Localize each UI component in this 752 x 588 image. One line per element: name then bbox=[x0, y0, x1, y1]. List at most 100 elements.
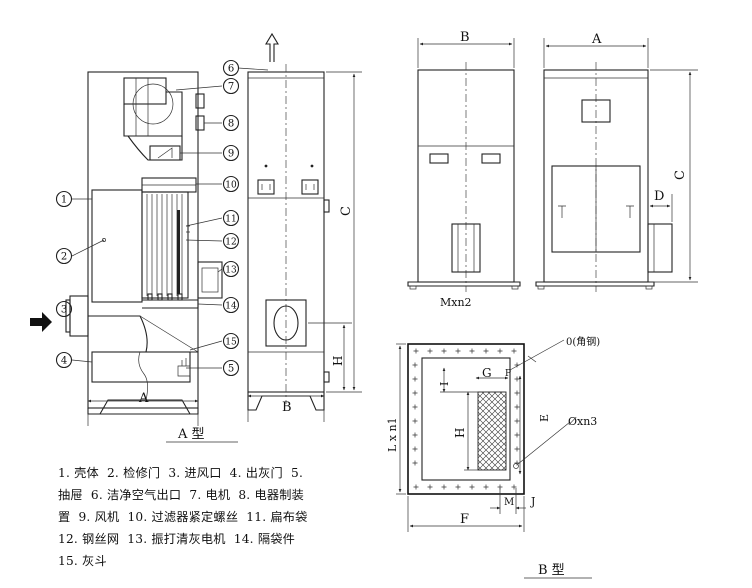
legend-row-1: 1. 壳体 2. 检修门 3. 进风口 4. 出灰门 5. bbox=[58, 462, 368, 484]
callout-10: 10 bbox=[222, 175, 240, 193]
svg-text:9: 9 bbox=[228, 149, 234, 160]
callout-3: 3 bbox=[55, 300, 73, 318]
dim-H-side: H bbox=[331, 356, 345, 366]
svg-text:3: 3 bbox=[61, 305, 67, 316]
dim-C-side: C bbox=[339, 206, 354, 216]
bolt-mark bbox=[412, 432, 418, 438]
svg-text:15: 15 bbox=[225, 338, 237, 348]
label-Mxn2: Mxn2 bbox=[440, 296, 472, 309]
dim-D-typeb: D bbox=[654, 189, 664, 204]
bolt-mark bbox=[412, 390, 418, 396]
dim-H-plan: H bbox=[453, 428, 467, 438]
bolt-mark bbox=[413, 484, 419, 490]
bolt-mark bbox=[413, 348, 419, 354]
dim-A-typeb: A bbox=[591, 32, 602, 47]
bolt-mark bbox=[483, 348, 489, 354]
type-b-side-view: A C D bbox=[535, 32, 698, 292]
dim-P: P bbox=[505, 369, 511, 379]
legend-item: 11. 扁布袋 bbox=[246, 510, 308, 524]
svg-text:4: 4 bbox=[61, 356, 67, 367]
svg-text:2: 2 bbox=[61, 252, 67, 263]
type-a-side-view: B C H bbox=[247, 32, 362, 422]
svg-text:14: 14 bbox=[225, 302, 237, 312]
callout-13: 13 bbox=[222, 260, 240, 278]
svg-text:13: 13 bbox=[225, 266, 237, 276]
bolt-mark bbox=[455, 484, 461, 490]
dim-G: G bbox=[482, 366, 492, 380]
callout-12: 12 bbox=[222, 232, 240, 250]
dim-A-front: A bbox=[138, 391, 149, 406]
bolt-mark bbox=[427, 348, 433, 354]
bolt-mark bbox=[514, 432, 520, 438]
bolt-mark bbox=[514, 376, 520, 382]
callout-8: 8 bbox=[222, 114, 240, 132]
bolt-mark bbox=[511, 348, 517, 354]
bolt-mark bbox=[427, 484, 433, 490]
dim-J: J bbox=[530, 495, 535, 508]
type-b-front-view: B Mxn2 bbox=[407, 30, 521, 309]
callout-markers: 1 2 3 4 5 6 7 8 9 10 11 12 13 14 15 bbox=[55, 59, 240, 377]
bolt-mark bbox=[441, 348, 447, 354]
legend-item: 15. 灰斗 bbox=[58, 554, 107, 568]
dim-B-typeb: B bbox=[460, 30, 470, 45]
bolt-mark bbox=[412, 362, 418, 368]
dim-M: M bbox=[504, 497, 514, 508]
legend-item: 6. 洁净空气出口 bbox=[90, 488, 182, 502]
callout-leaders bbox=[70, 67, 269, 369]
legend-row-2: 抽屉 6. 洁净空气出口 7. 电机 8. 电器制装 bbox=[58, 484, 368, 506]
callout-5: 5 bbox=[222, 359, 240, 377]
svg-text:7: 7 bbox=[228, 82, 234, 93]
callout-4: 4 bbox=[55, 351, 73, 369]
legend-item: 5. bbox=[291, 466, 304, 480]
legend-item: 12. 钢丝网 bbox=[58, 532, 120, 546]
legend-item: 3. 进风口 bbox=[168, 466, 222, 480]
legend-item: 7. 电机 bbox=[189, 488, 231, 502]
legend-row-5: 15. 灰斗 bbox=[58, 550, 368, 572]
dim-E: E bbox=[538, 414, 551, 422]
legend-row-4: 12. 钢丝网 13. 振打清灰电机 14. 隔袋件 bbox=[58, 528, 368, 550]
bolt-mark bbox=[441, 484, 447, 490]
legend-item: 抽屉 bbox=[58, 488, 83, 502]
caption-type-b: B 型 bbox=[524, 563, 592, 579]
callout-2: 2 bbox=[55, 247, 73, 265]
inlet-arrow-icon bbox=[30, 312, 52, 332]
legend-item: 8. 电器制装 bbox=[238, 488, 304, 502]
legend-item: 10. 过滤器紧定螺丝 bbox=[127, 510, 239, 524]
svg-text:12: 12 bbox=[225, 238, 236, 248]
parts-legend: 1. 壳体 2. 检修门 3. 进风口 4. 出灰门 5. 抽屉 6. 洁净空气… bbox=[58, 462, 368, 572]
dim-Lxn1: L x n1 bbox=[386, 417, 399, 452]
dim-I: I bbox=[438, 382, 451, 386]
svg-text:1: 1 bbox=[61, 195, 67, 206]
legend-item: 13. 振打清灰电机 bbox=[127, 532, 226, 546]
label-angle-steel: 0(角钢) bbox=[566, 335, 600, 348]
legend-item: 14. 隔袋件 bbox=[233, 532, 295, 546]
legend-item: 1. 壳体 bbox=[58, 466, 99, 480]
bolt-mark bbox=[412, 460, 418, 466]
outlet-arrow-icon bbox=[265, 32, 279, 62]
callout-1: 1 bbox=[55, 190, 73, 208]
svg-text:A 型: A 型 bbox=[177, 427, 205, 442]
callout-6: 6 bbox=[222, 59, 240, 77]
caption-type-a: A 型 bbox=[166, 427, 238, 443]
type-b-flange-plan: I G P H E 0(角钢) Øxn3 L x n1 F M J bbox=[386, 335, 600, 532]
svg-text:8: 8 bbox=[228, 119, 234, 130]
callout-9: 9 bbox=[222, 144, 240, 162]
svg-text:B 型: B 型 bbox=[538, 563, 565, 578]
svg-text:11: 11 bbox=[225, 215, 236, 225]
bolt-mark bbox=[412, 404, 418, 410]
bolt-mark bbox=[514, 390, 520, 396]
bolt-mark bbox=[514, 418, 520, 424]
bolt-mark bbox=[455, 348, 461, 354]
bolt-mark bbox=[497, 348, 503, 354]
bolt-mark bbox=[469, 484, 475, 490]
legend-item: 2. 检修门 bbox=[106, 466, 161, 480]
legend-row-3: 置 9. 风机 10. 过滤器紧定螺丝 11. 扁布袋 bbox=[58, 506, 368, 528]
svg-text:6: 6 bbox=[228, 64, 234, 75]
callout-15: 15 bbox=[222, 332, 240, 350]
label-hole-spec: Øxn3 bbox=[568, 415, 597, 428]
bolt-mark bbox=[514, 446, 520, 452]
legend-item: 9. 风机 bbox=[78, 510, 120, 524]
bolt-mark bbox=[412, 418, 418, 424]
bolt-mark bbox=[514, 404, 520, 410]
